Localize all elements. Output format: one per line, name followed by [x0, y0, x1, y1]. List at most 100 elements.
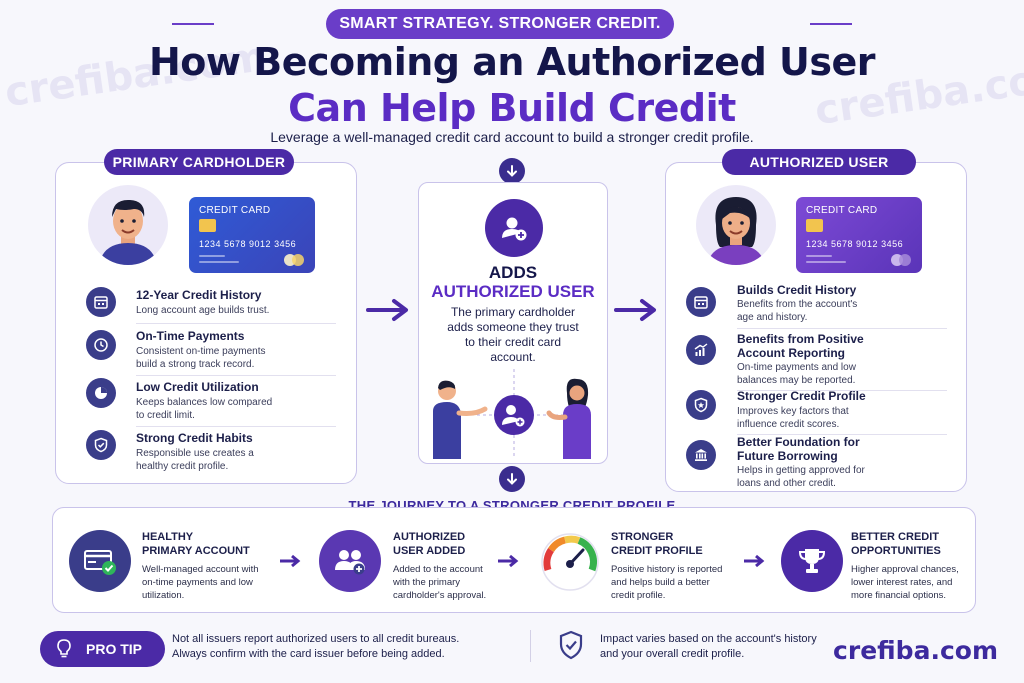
handoff-illustration [433, 369, 591, 459]
authorized-item-desc: Benefits from the account's [737, 299, 858, 310]
clock-icon [86, 330, 116, 360]
primary-item-desc: Consistent on-time payments [136, 346, 266, 357]
journey-step-desc: on-time payments and low [142, 577, 253, 588]
primary-item-desc: Long account age builds trust. [136, 305, 270, 316]
arrow-down-icon [499, 466, 525, 492]
journey-step-heading: HEALTHY [142, 531, 194, 543]
authorized-item-desc: age and history. [737, 312, 808, 323]
calendar-icon [686, 287, 716, 317]
primary-item-heading: Low Credit Utilization [136, 380, 259, 394]
authorized-item-desc: influence credit scores. [737, 419, 840, 430]
center-heading-authorized-user: AUTHORIZED USER [431, 282, 595, 301]
primary-cardholder-panel: CREDIT CARD 1234 5678 9012 3456 12-Year … [55, 162, 357, 484]
tagline-badge: SMART STRATEGY. STRONGER CREDIT. [326, 9, 674, 39]
authorized-item-desc: balances may be reported. [737, 375, 856, 386]
primary-avatar [88, 185, 168, 265]
card-number: 1234 5678 9012 3456 [806, 239, 904, 249]
authorized-credit-card: CREDIT CARD 1234 5678 9012 3456 [796, 197, 922, 273]
journey-step-desc: lower interest rates, and [851, 577, 953, 588]
journey-step-heading: USER ADDED [393, 545, 466, 557]
journey-step-heading: CREDIT PROFILE [611, 545, 703, 557]
primary-item-desc: Keeps balances low compared [136, 397, 273, 408]
arrow-down-icon [499, 158, 525, 184]
authorized-item-heading: Builds Credit History [737, 283, 857, 297]
primary-item-desc: to credit limit. [136, 410, 195, 421]
card-check-icon [69, 530, 131, 592]
primary-credit-card: CREDIT CARD 1234 5678 9012 3456 [189, 197, 315, 273]
journey-step-heading: OPPORTUNITIES [851, 545, 941, 557]
growth-chart-icon [686, 335, 716, 365]
authorized-item-desc: Improves key factors that [737, 406, 849, 417]
journey-step-desc: utilization. [142, 590, 185, 601]
authorized-item-desc: On-time payments and low [737, 362, 856, 373]
chip-icon [806, 219, 823, 232]
impact-text: and your overall credit profile. [600, 648, 745, 660]
card-label: CREDIT CARD [199, 205, 271, 216]
journey-step-desc: Positive history is reported [611, 564, 723, 575]
shield-check-icon [559, 630, 583, 660]
page-title-line1: How Becoming an Authorized User [148, 40, 876, 84]
arrow-right-icon [744, 554, 765, 568]
authorized-item-desc: Helps in getting approved for [737, 465, 865, 476]
center-desc: to their credit card [464, 335, 562, 349]
journey-step-heading: STRONGER [611, 531, 674, 543]
journey-panel: HEALTHY PRIMARY ACCOUNT Well-managed acc… [52, 507, 976, 613]
card-label: CREDIT CARD [806, 205, 878, 216]
add-user-icon [485, 199, 543, 257]
lightbulb-icon [57, 639, 71, 658]
chip-icon [199, 219, 216, 232]
pro-tip-badge: PRO TIP [40, 631, 165, 667]
users-add-icon [319, 530, 381, 592]
journey-step-desc: credit profile. [611, 590, 666, 601]
pro-tip-bar: PRO TIP Not all issuers report authorize… [28, 622, 848, 668]
center-desc: adds someone they trust [447, 320, 579, 334]
authorized-item-desc: loans and other credit. [737, 478, 836, 489]
arrow-right-icon [280, 554, 301, 568]
authorized-item-heading: Better Foundation for [737, 435, 860, 449]
journey-step-desc: and helps build a better [611, 577, 710, 588]
authorized-item-heading: Account Reporting [737, 346, 845, 360]
authorized-item-heading: Future Borrowing [737, 449, 838, 463]
pro-tip-label: PRO TIP [86, 641, 143, 657]
primary-item-heading: 12-Year Credit History [136, 288, 262, 302]
journey-step-heading: PRIMARY ACCOUNT [142, 545, 250, 557]
primary-item-desc: Responsible use creates a [136, 448, 254, 459]
center-desc: The primary cardholder [450, 305, 576, 319]
page-subtitle: Leverage a well-managed credit card acco… [270, 129, 754, 145]
primary-item-heading: Strong Credit Habits [136, 431, 253, 445]
journey-step-desc: Higher approval chances, [851, 564, 959, 575]
authorized-avatar [696, 185, 776, 265]
authorized-item-heading: Stronger Credit Profile [737, 389, 866, 403]
journey-step-desc: with the primary [393, 577, 461, 588]
man-avatar-icon [98, 199, 158, 265]
shield-check-icon [86, 430, 116, 460]
woman-avatar-icon [706, 197, 766, 265]
journey-step-desc: more financial options. [851, 590, 947, 601]
pro-tip-text: Always confirm with the card issuer befo… [172, 648, 445, 660]
trophy-icon [781, 530, 843, 592]
divider [530, 630, 531, 662]
journey-step-desc: cardholder's approval. [393, 590, 487, 601]
pie-chart-icon [86, 378, 116, 408]
arrow-right-icon [614, 299, 656, 321]
journey-step-heading: BETTER CREDIT [851, 531, 939, 543]
journey-step-desc: Well-managed account with [142, 564, 259, 575]
arrow-right-icon [498, 554, 519, 568]
shield-star-icon [686, 390, 716, 420]
journey-step-desc: Added to the account [393, 564, 483, 575]
card-number: 1234 5678 9012 3456 [199, 239, 297, 249]
primary-item-heading: On-Time Payments [136, 329, 245, 343]
journey-step-heading: AUTHORIZED [393, 531, 466, 543]
center-heading-adds: ADDS [488, 263, 538, 282]
authorized-user-panel: CREDIT CARD 1234 5678 9012 3456 Builds C… [665, 162, 967, 492]
bank-icon [686, 440, 716, 470]
adds-authorized-user-panel: ADDS AUTHORIZED USER The primary cardhol… [418, 182, 608, 464]
arrow-right-icon [366, 299, 408, 321]
primary-item-desc: healthy credit profile. [136, 461, 229, 472]
authorized-user-label: AUTHORIZED USER [722, 149, 916, 175]
gauge-icon [537, 526, 603, 592]
authorized-item-heading: Benefits from Positive [737, 332, 864, 346]
calendar-icon [86, 287, 116, 317]
brand-logo[interactable]: crefiba.com [833, 636, 998, 665]
decor-line-right [810, 23, 852, 25]
